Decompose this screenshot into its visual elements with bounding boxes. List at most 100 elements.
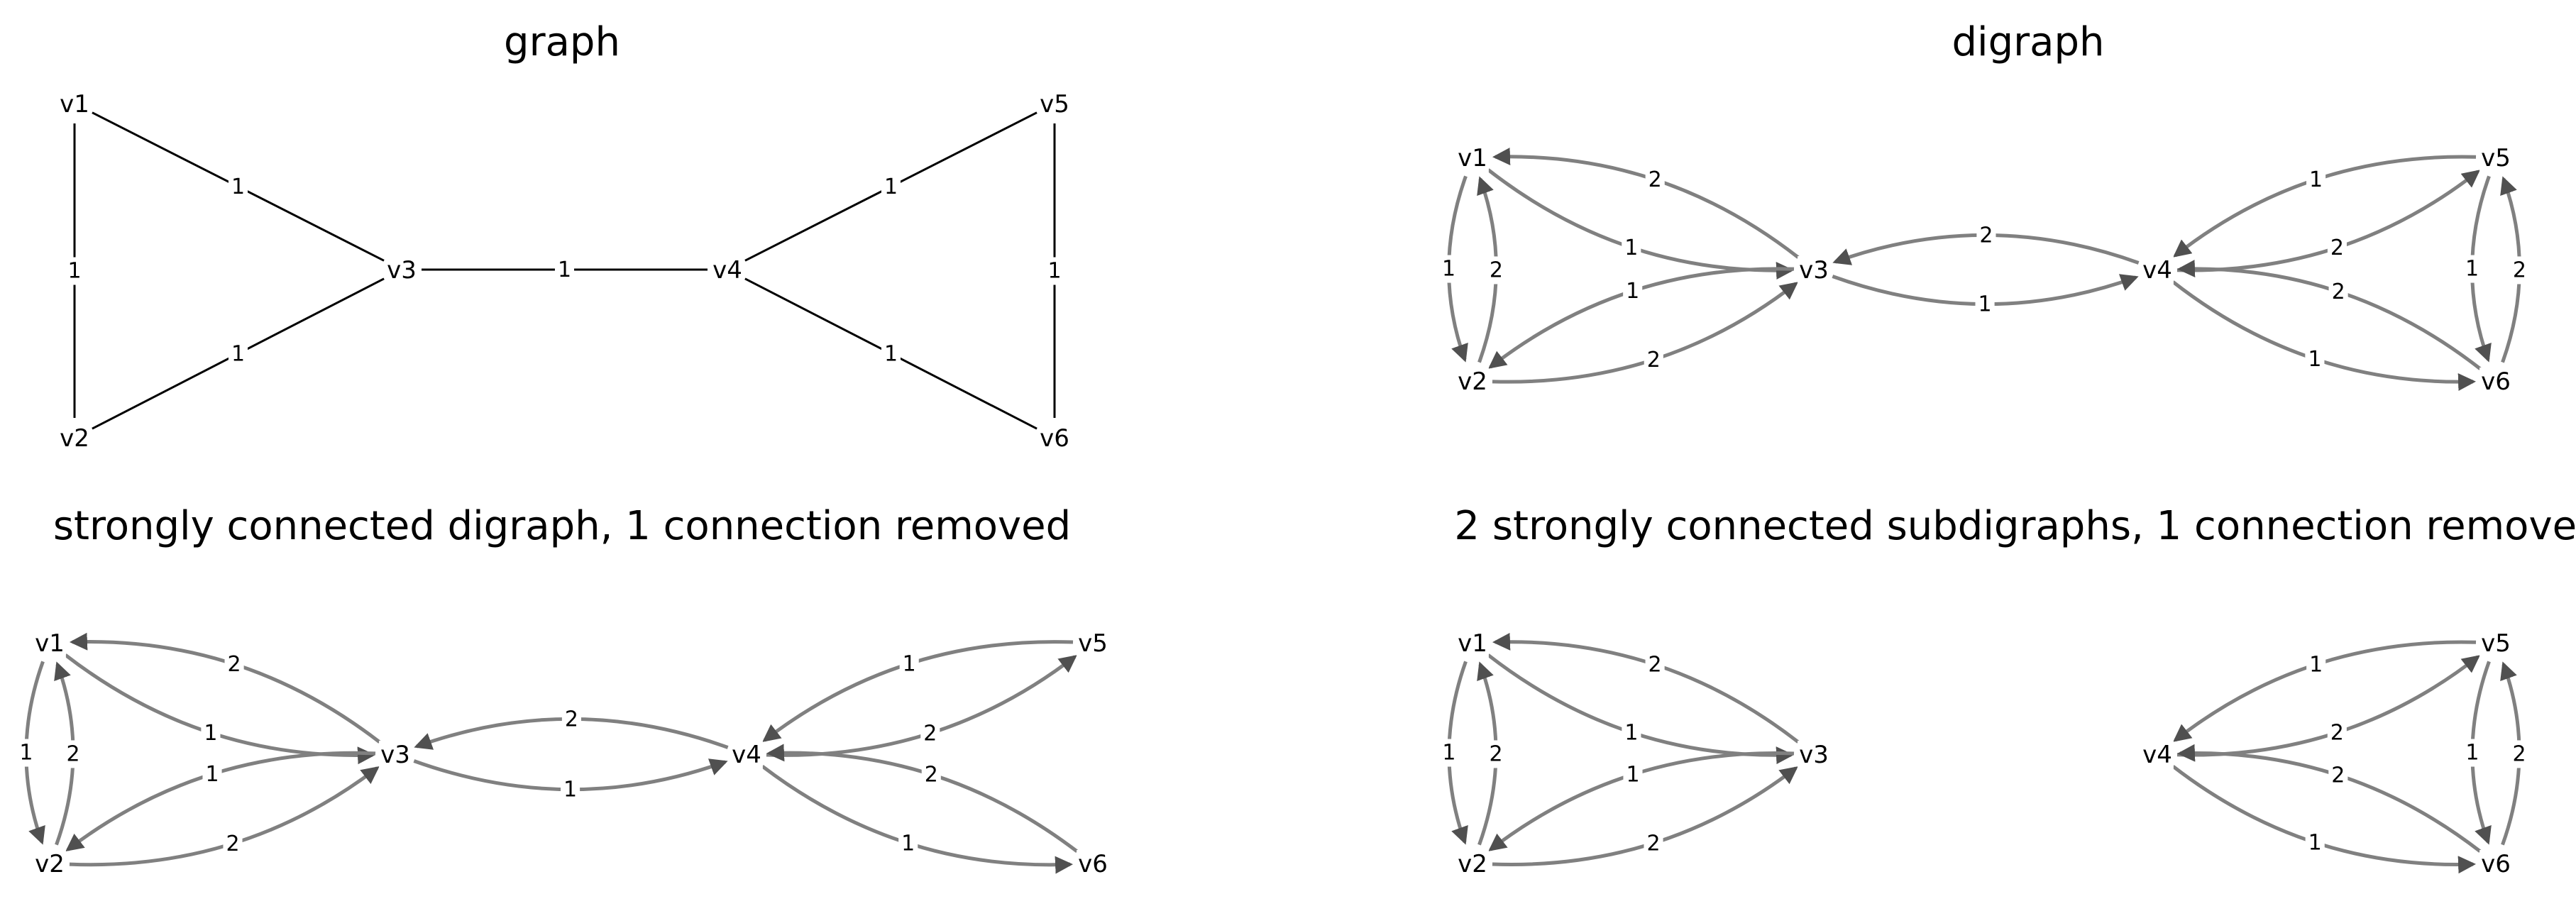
edge-label-v4-v6: 1 (901, 831, 915, 856)
edge-label-bg (224, 651, 244, 679)
edge-label-v2-v3: 2 (226, 832, 239, 856)
edge-label-bg (881, 340, 901, 368)
edge-label-bg (561, 705, 581, 734)
edge-label-bg (1439, 739, 1459, 767)
edge-label-v3-v2: 1 (205, 762, 219, 787)
edge-label-bg (63, 740, 83, 768)
edge-label-bg (2327, 234, 2347, 263)
edge-label-v3-v1: 2 (1648, 167, 1662, 192)
edge-label-bg (1976, 221, 1996, 250)
edge-label-bg (1623, 277, 1643, 306)
edge-label-v5-v6: 1 (2465, 741, 2479, 766)
edges (1447, 632, 2521, 874)
node-v1: v1 (35, 629, 65, 658)
edge-label-v4-v3: 2 (565, 707, 578, 731)
edge-label-v2-v1: 2 (1490, 741, 1503, 766)
edge-label-bg (2462, 255, 2482, 283)
edge-label-bg (1975, 290, 1995, 319)
node-bg-v1 (1456, 629, 1489, 658)
node-v5: v5 (2481, 629, 2511, 658)
node-v2: v2 (1458, 850, 1487, 878)
node-bg-v2 (1456, 368, 1489, 396)
node-v2: v2 (35, 850, 65, 878)
edge-label-v1-v2: 1 (1442, 257, 1455, 282)
edge-label-v2-v3: 1 (231, 342, 245, 367)
node-v6: v6 (2481, 850, 2511, 878)
panel-title-graph: graph (504, 19, 620, 65)
edge-label-v3-v1: 2 (1648, 653, 1662, 678)
node-bg-v5 (2479, 629, 2512, 658)
node-bg-v1 (1456, 144, 1489, 172)
edge-label-bg (561, 775, 580, 804)
node-bg-v6 (2479, 368, 2512, 396)
node-bg-v1 (33, 629, 66, 658)
edge-label-bg (201, 719, 221, 747)
edge-label-v4-v6: 1 (2308, 830, 2322, 855)
node-v1: v1 (60, 90, 89, 118)
edge-label-v2-v3: 2 (1647, 348, 1661, 372)
node-bg-v5 (2479, 144, 2512, 172)
edge-label-bg (223, 829, 243, 858)
node-v3: v3 (387, 256, 417, 285)
node-bg-v4 (2141, 741, 2174, 769)
node-v3: v3 (380, 741, 410, 769)
node-v2: v2 (1458, 368, 1487, 396)
edge-label-bg (1045, 257, 1064, 285)
edge-label-v6-v4: 2 (925, 763, 938, 788)
node-v4: v4 (2142, 256, 2172, 285)
edge-label-bg (1439, 255, 1459, 283)
edge-label-bg (2328, 761, 2348, 790)
node-v5: v5 (1040, 90, 1069, 118)
edge-label-v1-v3: 1 (1624, 720, 1638, 745)
node-v2: v2 (60, 424, 89, 453)
edge-label-v5-v4: 1 (2309, 167, 2323, 192)
edge-label-bg (2327, 719, 2347, 747)
node-v5: v5 (1078, 629, 1108, 658)
edge-label-v5-v6: 1 (2465, 257, 2479, 282)
edge-label-v6-v4: 2 (2332, 280, 2345, 304)
edge-label-v3-v4: 1 (1978, 292, 1992, 317)
edge-label-bg (2509, 740, 2529, 768)
edge-label-v3-v4: 1 (558, 258, 571, 282)
edge-label-bg (920, 719, 940, 748)
node-bg-v6 (2479, 850, 2512, 878)
node-v4: v4 (732, 741, 761, 769)
panel-title-strongly-connected: strongly connected digraph, 1 connection… (53, 503, 1071, 549)
edge-label-bg (2305, 829, 2325, 857)
node-bg-v3 (385, 256, 418, 285)
node-bg-v3 (379, 741, 412, 769)
node-bg-v5 (1077, 629, 1109, 658)
edge-label-bg (65, 257, 84, 285)
edge-label-bg (2462, 739, 2482, 767)
node-v6: v6 (1040, 424, 1069, 453)
edge-label-v3-v1: 2 (228, 652, 241, 677)
node-v5: v5 (2481, 144, 2511, 172)
edge-label-v1-v3: 1 (204, 721, 217, 746)
edge-label-bg (1622, 719, 1641, 747)
node-bg-v2 (33, 850, 66, 878)
edge-label-bg (228, 173, 248, 201)
edge-label-bg (881, 173, 901, 201)
edge-label-v5-v4: 1 (903, 651, 916, 676)
edge-label-v3-v2: 1 (1626, 279, 1639, 304)
edge-label-v1-v2: 1 (19, 741, 33, 766)
edge-label-bg (1623, 761, 1643, 789)
edge-label-bg (2305, 345, 2325, 373)
edge-label-v4-v3: 2 (1979, 223, 1993, 248)
edge-label-v2-v3: 2 (1646, 831, 1660, 856)
edge-label-v4-v5: 2 (923, 722, 937, 746)
edge-label-bg (202, 761, 222, 789)
node-bg-v2 (1456, 850, 1489, 878)
edge-label-bg (554, 256, 575, 284)
panel-title-digraph: digraph (1952, 19, 2104, 65)
